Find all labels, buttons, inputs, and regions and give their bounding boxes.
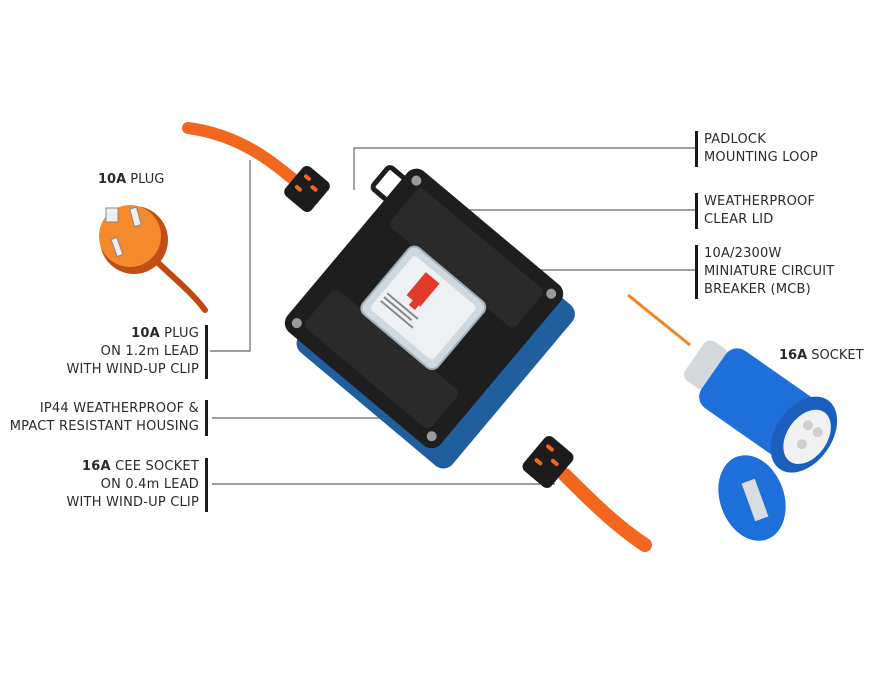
- socket-caption: 16A SOCKET: [779, 348, 864, 363]
- callout-housing: IP44 WEATHERPROOF & MPACT RESISTANT HOUS…: [10, 400, 208, 436]
- rcbo-housing: [284, 165, 575, 469]
- callout-mcb: 10A/2300W MINIATURE CIRCUIT BREAKER (MCB…: [695, 245, 834, 299]
- 10a-plug-image: [99, 205, 208, 313]
- callout-clear-lid: WEATHERPROOF CLEAR LID: [695, 193, 815, 229]
- socket-lead-cable: [522, 436, 652, 552]
- callout-socket-lead: 16A CEE SOCKET ON 0.4m LEAD WITH WIND-UP…: [66, 458, 208, 512]
- callout-plug-lead: 10A PLUG ON 1.2m LEAD WITH WIND-UP CLIP: [66, 325, 208, 379]
- plug-lead-cable: [182, 122, 330, 213]
- 16a-socket-image: [627, 293, 838, 541]
- callout-padlock-loop: PADLOCK MOUNTING LOOP: [695, 131, 818, 167]
- plug-caption: 10A PLUG: [98, 172, 165, 187]
